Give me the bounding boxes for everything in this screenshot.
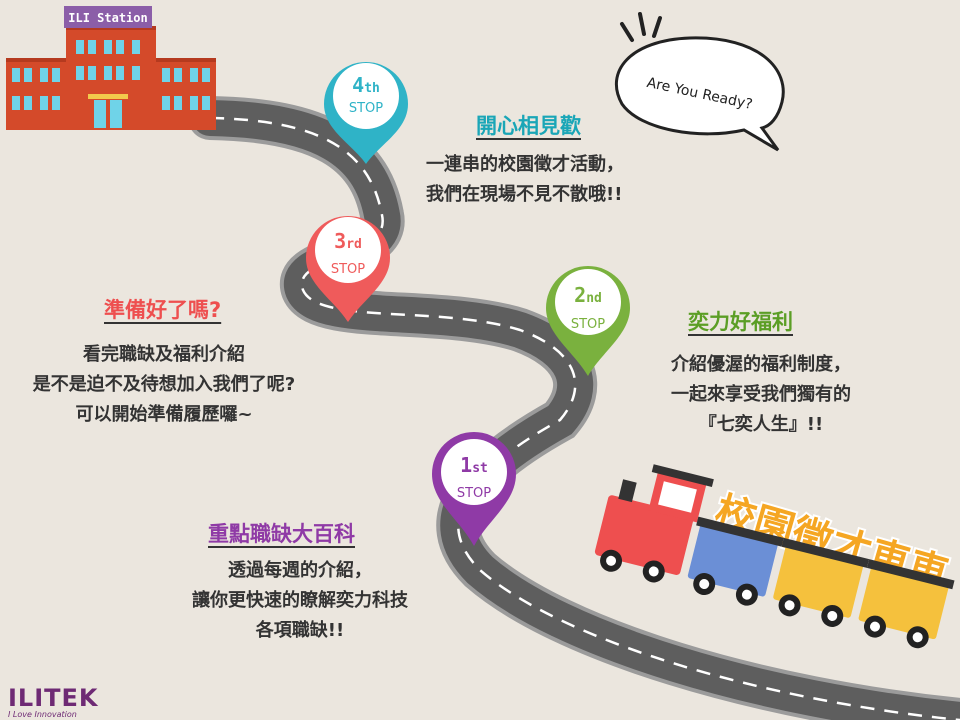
stop-1-num: 1 bbox=[460, 453, 472, 477]
stop-3-suffix: rd bbox=[346, 237, 362, 252]
pin-stop-4: 4th STOP bbox=[324, 62, 408, 164]
section-1-line-3: 各項職缺!! bbox=[255, 620, 345, 641]
section-3-line-3: 可以開始準備履歷囉~ bbox=[75, 404, 253, 425]
section-3-line-1: 看完職缺及福利介紹 bbox=[83, 344, 245, 365]
stop-1-suffix: st bbox=[472, 461, 488, 476]
stop-3-label: STOP bbox=[331, 262, 365, 277]
train-car-blue bbox=[687, 516, 784, 606]
section-3-body: 看完職缺及福利介紹 是不是迫不及待想加入我們了呢? 可以開始準備履歷囉~ bbox=[14, 340, 314, 430]
section-2-body: 介紹優渥的福利制度， 一起來享受我們獨有的 『七奕人生』!! bbox=[636, 350, 886, 440]
logo-tagline: I Love Innovation bbox=[8, 710, 77, 719]
section-1-line-1: 透過每週的介紹， bbox=[228, 560, 372, 581]
section-3-line-2: 是不是迫不及待想加入我們了呢? bbox=[32, 374, 296, 395]
section-1-line-2: 讓你更快速的瞭解奕力科技 bbox=[192, 590, 408, 611]
svg-text:2nd: 2nd bbox=[574, 283, 602, 307]
section-2-line-1: 介紹優渥的福利制度， bbox=[671, 354, 851, 375]
section-4-line-2: 我們在現場不見不散哦!! bbox=[426, 184, 623, 205]
stop-4-suffix: th bbox=[364, 81, 380, 96]
section-1-title: 重點職缺大百科 bbox=[208, 518, 355, 548]
stop-4-num: 4 bbox=[352, 73, 364, 97]
stop-2-num: 2 bbox=[574, 283, 586, 307]
train-car-yellow-1 bbox=[773, 537, 870, 627]
section-2-title: 奕力好福利 bbox=[688, 306, 793, 336]
station-building: ILI Station bbox=[6, 6, 216, 130]
train bbox=[594, 464, 955, 649]
section-1-body: 透過每週的介紹， 讓你更快速的瞭解奕力科技 各項職缺!! bbox=[150, 556, 450, 646]
pin-stop-2: 2nd STOP bbox=[546, 266, 630, 376]
pin-stop-1: 1st STOP bbox=[432, 432, 516, 546]
section-4-line-1: 一連串的校園徵才活動， bbox=[426, 154, 624, 175]
section-1-title-text: 重點職缺大百科 bbox=[208, 522, 355, 546]
road bbox=[188, 96, 960, 720]
section-2-line-3: 『七奕人生』!! bbox=[698, 414, 824, 435]
section-4-title: 開心相見歡 bbox=[476, 110, 581, 140]
stop-2-label: STOP bbox=[571, 317, 605, 332]
ilitek-logo: ILITEK I Love Innovation bbox=[8, 686, 99, 720]
speech-bubble: Are You Ready? bbox=[615, 12, 785, 152]
station-sign: ILI Station bbox=[68, 11, 147, 25]
stop-1-label: STOP bbox=[457, 486, 491, 501]
section-2-title-text: 奕力好福利 bbox=[688, 310, 793, 334]
section-4-body: 一連串的校園徵才活動， 我們在現場不見不散哦!! bbox=[426, 150, 624, 210]
stop-3-num: 3 bbox=[334, 229, 346, 253]
section-4-title-text: 開心相見歡 bbox=[476, 114, 581, 138]
section-2-line-2: 一起來享受我們獨有的 bbox=[671, 384, 851, 405]
logo-name: ILITEK bbox=[8, 684, 99, 712]
pin-stop-3: 3rd STOP bbox=[306, 215, 390, 322]
train-car-yellow-2 bbox=[858, 559, 955, 649]
section-3-title: 準備好了嗎? bbox=[104, 294, 221, 324]
stop-2-suffix: nd bbox=[586, 291, 602, 306]
section-3-title-text: 準備好了嗎? bbox=[104, 298, 222, 322]
svg-text:1st: 1st bbox=[460, 453, 488, 477]
svg-text:4th: 4th bbox=[352, 73, 380, 97]
svg-text:3rd: 3rd bbox=[334, 229, 362, 253]
train-engine bbox=[594, 464, 714, 583]
stop-4-label: STOP bbox=[349, 101, 383, 116]
